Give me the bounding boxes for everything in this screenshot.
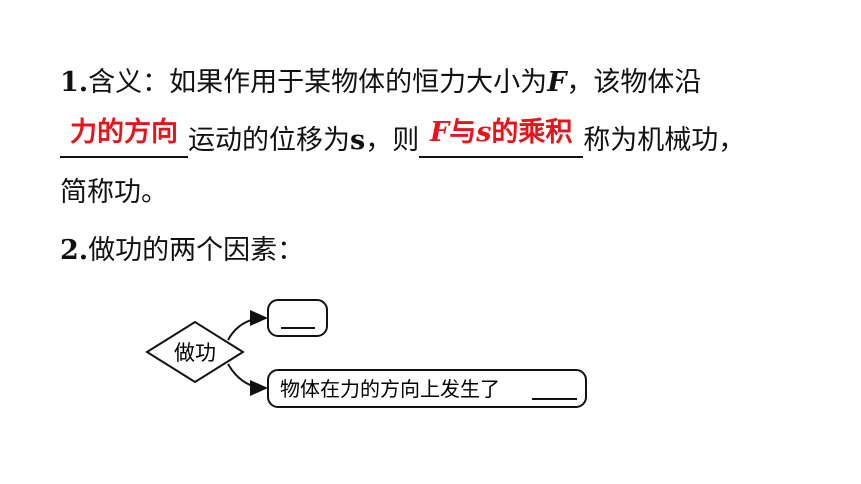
definition-text-2b: ，则: [365, 125, 420, 156]
blank-product[interactable]: F与s的乘积: [419, 117, 584, 158]
definition-line-3: 简称功。: [60, 176, 168, 210]
arrow-to-top-box: [227, 310, 268, 341]
definition-line-1: 1.含义：如果作用于某物体的恒力大小为F，该物体沿: [60, 66, 701, 100]
arrow-to-bottom-box: [227, 363, 268, 396]
bottom-factor-box: [267, 369, 587, 408]
top-factor-box: [267, 299, 328, 337]
diamond-label: 做功: [174, 341, 216, 365]
answer-mid: 与: [449, 117, 477, 148]
factors-heading: 2.做功的两个因素：: [60, 234, 304, 268]
answer-end: 的乘积: [491, 117, 573, 148]
diamond-node: [145, 320, 245, 384]
definition-line-2: 力的方向 运动的位移为s，则 F与s的乘积 称为机械功，: [60, 117, 746, 158]
answer-var-F: F: [430, 117, 450, 148]
item-number-1: 1.: [60, 67, 89, 98]
definition-text-2: 运动的位移为: [188, 125, 350, 156]
definition-text-3: 简称功。: [60, 177, 168, 208]
item-number-2: 2.: [60, 235, 89, 266]
definition-text-1-end: ，该物体沿: [566, 67, 702, 98]
answer-product: F与s的乘积: [419, 116, 583, 150]
variable-s: s: [350, 125, 366, 156]
answer-var-s: s: [476, 117, 492, 148]
blank-direction[interactable]: 力的方向: [60, 117, 188, 158]
bottom-factor-label: 物体在力的方向上发生了: [280, 377, 500, 401]
definition-text-1: 含义：如果作用于某物体的恒力大小为: [88, 67, 548, 98]
answer-direction: 力的方向: [70, 117, 178, 148]
factors-heading-text: 做功的两个因素：: [88, 235, 305, 266]
definition-text-2-end: 称为机械功，: [583, 125, 746, 156]
variable-F: F: [547, 67, 567, 98]
